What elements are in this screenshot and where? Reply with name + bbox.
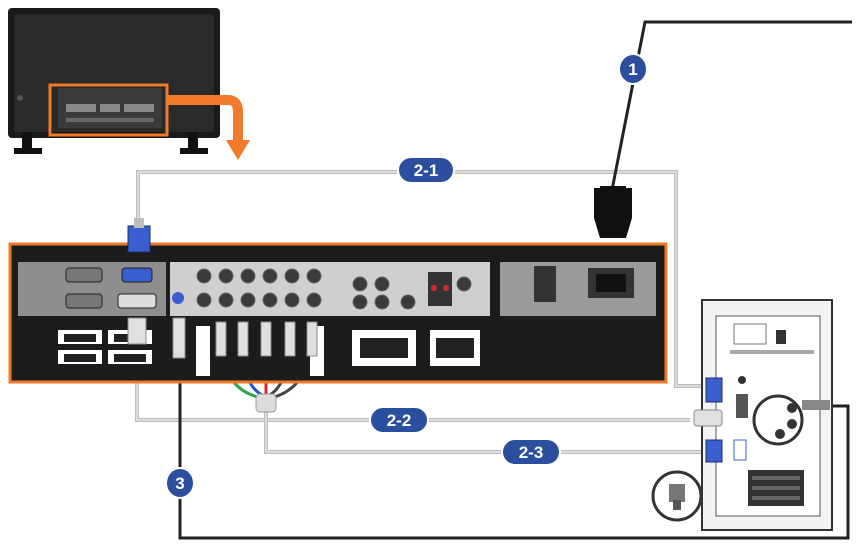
callout-dsub: 2-1 — [397, 156, 455, 184]
svg-text:2-2: 2-2 — [387, 411, 412, 430]
power-plug-icon — [594, 186, 632, 238]
monitor-stand-icon — [14, 132, 208, 154]
callout-power: 1 — [618, 53, 648, 85]
arrow-down-icon — [168, 95, 250, 160]
callout-audio: 3 — [165, 467, 195, 499]
highlight-box — [48, 83, 169, 137]
hdmi-cable — [264, 410, 710, 454]
pc-ports — [693, 377, 747, 463]
svg-text:2-3: 2-3 — [519, 443, 544, 462]
rear-panel — [8, 242, 668, 384]
dvi-cable — [135, 375, 690, 422]
audio-jack-icon — [752, 394, 830, 446]
svg-text:2-1: 2-1 — [414, 161, 439, 180]
callout-dvi: 2-2 — [369, 406, 429, 434]
dsub-cable — [136, 170, 710, 388]
monitor-rear-view — [8, 8, 220, 138]
svg-text:1: 1 — [628, 60, 637, 79]
power-cable — [610, 20, 852, 191]
callout-hdmi: 2-3 — [501, 438, 561, 466]
dsub-plug — [127, 218, 151, 253]
connector-zoom-icon — [651, 470, 703, 522]
svg-text:3: 3 — [175, 474, 184, 493]
